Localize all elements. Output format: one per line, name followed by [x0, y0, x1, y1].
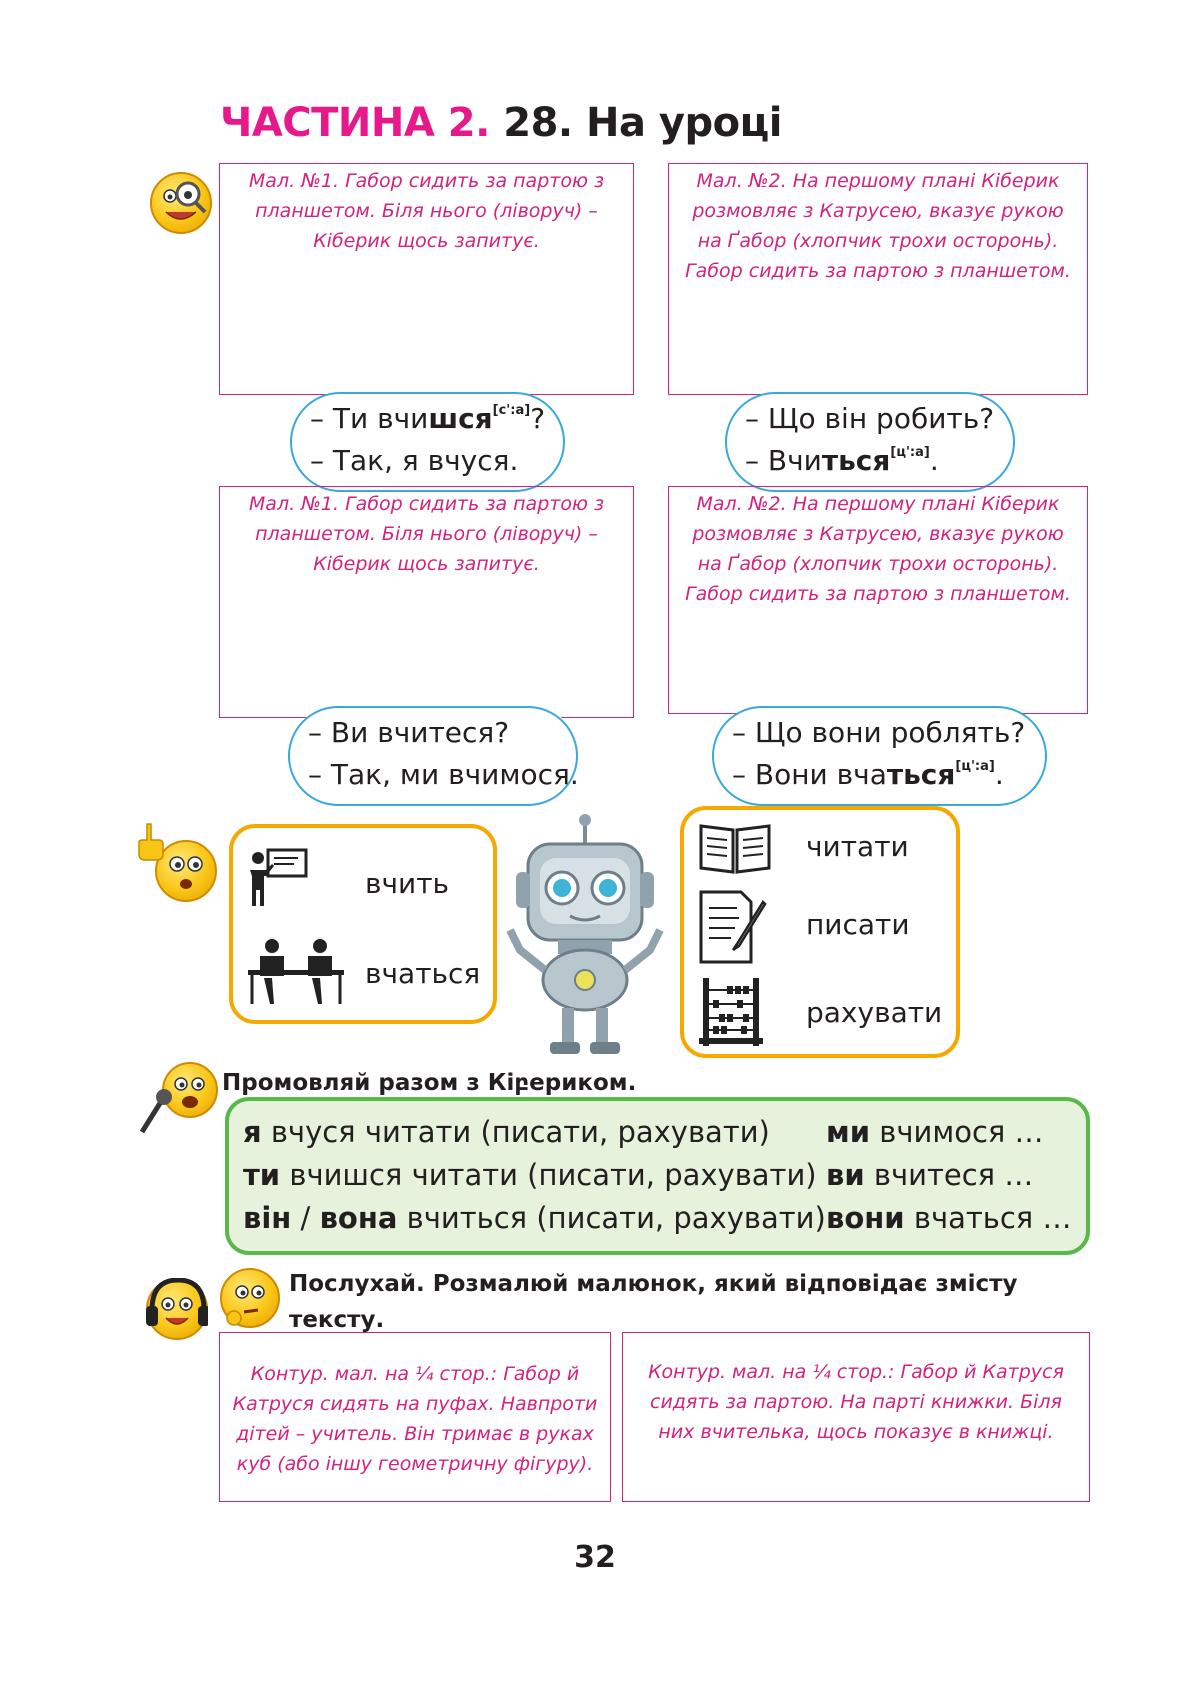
vocab-word-count: рахувати — [806, 996, 943, 1029]
illustration-placeholder-3: Мал. №1. Габор сидить за партою з планше… — [219, 486, 634, 718]
dialog-cloud-2: – Що він робить? – Вчиться[ц':а]. — [725, 392, 1015, 492]
listen-instruction-line-2: тексту. — [289, 1307, 385, 1333]
dialog-3-line-2: – Так, ми вчимося. — [308, 758, 579, 791]
dialog-2-line-1: – Що він робить? — [745, 402, 995, 435]
illustration-placeholder-4: Мал. №2. На першому плані Кіберик розмов… — [668, 486, 1088, 714]
placeholder-text-2: Мал. №2. На першому плані Кіберик розмов… — [685, 170, 1071, 282]
dialog-1-line-2: – Так, я вчуся. — [310, 444, 519, 477]
conjugation-box — [225, 1097, 1090, 1255]
dialog-4-line-1: – Що вони роблять? — [732, 716, 1026, 749]
dialog-cloud-1: – Ти вчишся[с':а]? – Так, я вчуся. — [290, 392, 565, 492]
dialog-3-line-1: – Ви вчитеся? — [308, 716, 510, 749]
conj-row-2-left: ти вчишся читати (писати, рахувати) — [243, 1158, 817, 1192]
teacher-icon — [250, 848, 308, 906]
writing-icon — [699, 890, 767, 964]
pointing-hand-icon — [138, 823, 164, 861]
speak-instruction: Промовляй разом з Кіբериком. — [222, 1070, 637, 1096]
placeholder-text-3: Мал. №1. Габор сидить за партою з планше… — [248, 493, 605, 575]
dialog-cloud-4: – Що вони роблять? – Вони вчаться[ц':а]. — [712, 706, 1047, 806]
page-title: ЧАСТИНА 2. 28. На уроці — [220, 100, 782, 146]
headphones-smiley-icon — [146, 1278, 208, 1340]
thinking-smiley-icon — [220, 1268, 280, 1328]
placeholder-text-1: Мал. №1. Габор сидить за партою з планше… — [248, 170, 605, 252]
coloring-text-2: Контур. мал. на ¼ стор.: Габор й Катруся… — [648, 1361, 1064, 1443]
students-icon — [248, 939, 344, 1004]
dialog-cloud-3: – Ви вчитеся? – Так, ми вчимося. — [288, 706, 579, 806]
coloring-placeholder-1: Контур. мал. на ¼ стор.: Габор й Катруся… — [219, 1332, 611, 1502]
conj-row-2-right: ви вчитеся … — [826, 1158, 1034, 1192]
coloring-text-1: Контур. мал. на ¼ стор.: Габор й Катруся… — [232, 1363, 598, 1475]
microphone-smiley-icon — [162, 1062, 218, 1118]
placeholder-text-4: Мал. №2. На першому плані Кіберик розмов… — [685, 493, 1071, 605]
pointing-smiley-icon — [155, 840, 217, 902]
illustration-placeholder-1: Мал. №1. Габор сидить за партою з планше… — [219, 163, 634, 395]
dialog-1-line-1: – Ти вчишся[с':а]? — [310, 402, 546, 435]
robot-kiberyk-icon — [506, 814, 664, 1054]
dialog-2-line-2: – Вчиться[ц':а]. — [745, 444, 939, 477]
listen-instruction-line-1: Послухай. Розмалюй малюнок, який відпові… — [289, 1271, 1018, 1297]
conj-row-1-left: я вчуся читати (писати, рахувати) — [243, 1115, 770, 1149]
listen-instruction: Послухай. Розмалюй малюнок, який відпові… — [289, 1266, 1018, 1338]
conj-row-3-left: він / вона вчиться (писати, рахувати) — [243, 1201, 826, 1235]
illustration-placeholder-2: Мал. №2. На першому плані Кіберик розмов… — [668, 163, 1088, 395]
coloring-placeholder-2: Контур. мал. на ¼ стор.: Габор й Катруся… — [622, 1332, 1090, 1502]
vocab-word-write: писати — [806, 908, 910, 941]
book-icon — [699, 824, 771, 874]
abacus-icon — [699, 978, 763, 1046]
dialog-4-line-2: – Вони вчаться[ц':а]. — [732, 758, 1004, 791]
magnifier-smiley-icon — [150, 172, 212, 234]
vocab-word-learn: вчаться — [365, 957, 481, 990]
page-number: 32 — [574, 1540, 616, 1575]
lesson-title: 28. На уроці — [503, 100, 782, 146]
vocab-word-read: читати — [806, 830, 909, 863]
vocab-word-teaches: вчить — [365, 867, 450, 900]
conj-row-1-right: ми вчимося … — [826, 1115, 1044, 1149]
conj-row-3-right: вони вчаться … — [826, 1201, 1072, 1235]
part-label: ЧАСТИНА 2. — [220, 100, 490, 146]
microphone-icon — [139, 1089, 172, 1134]
